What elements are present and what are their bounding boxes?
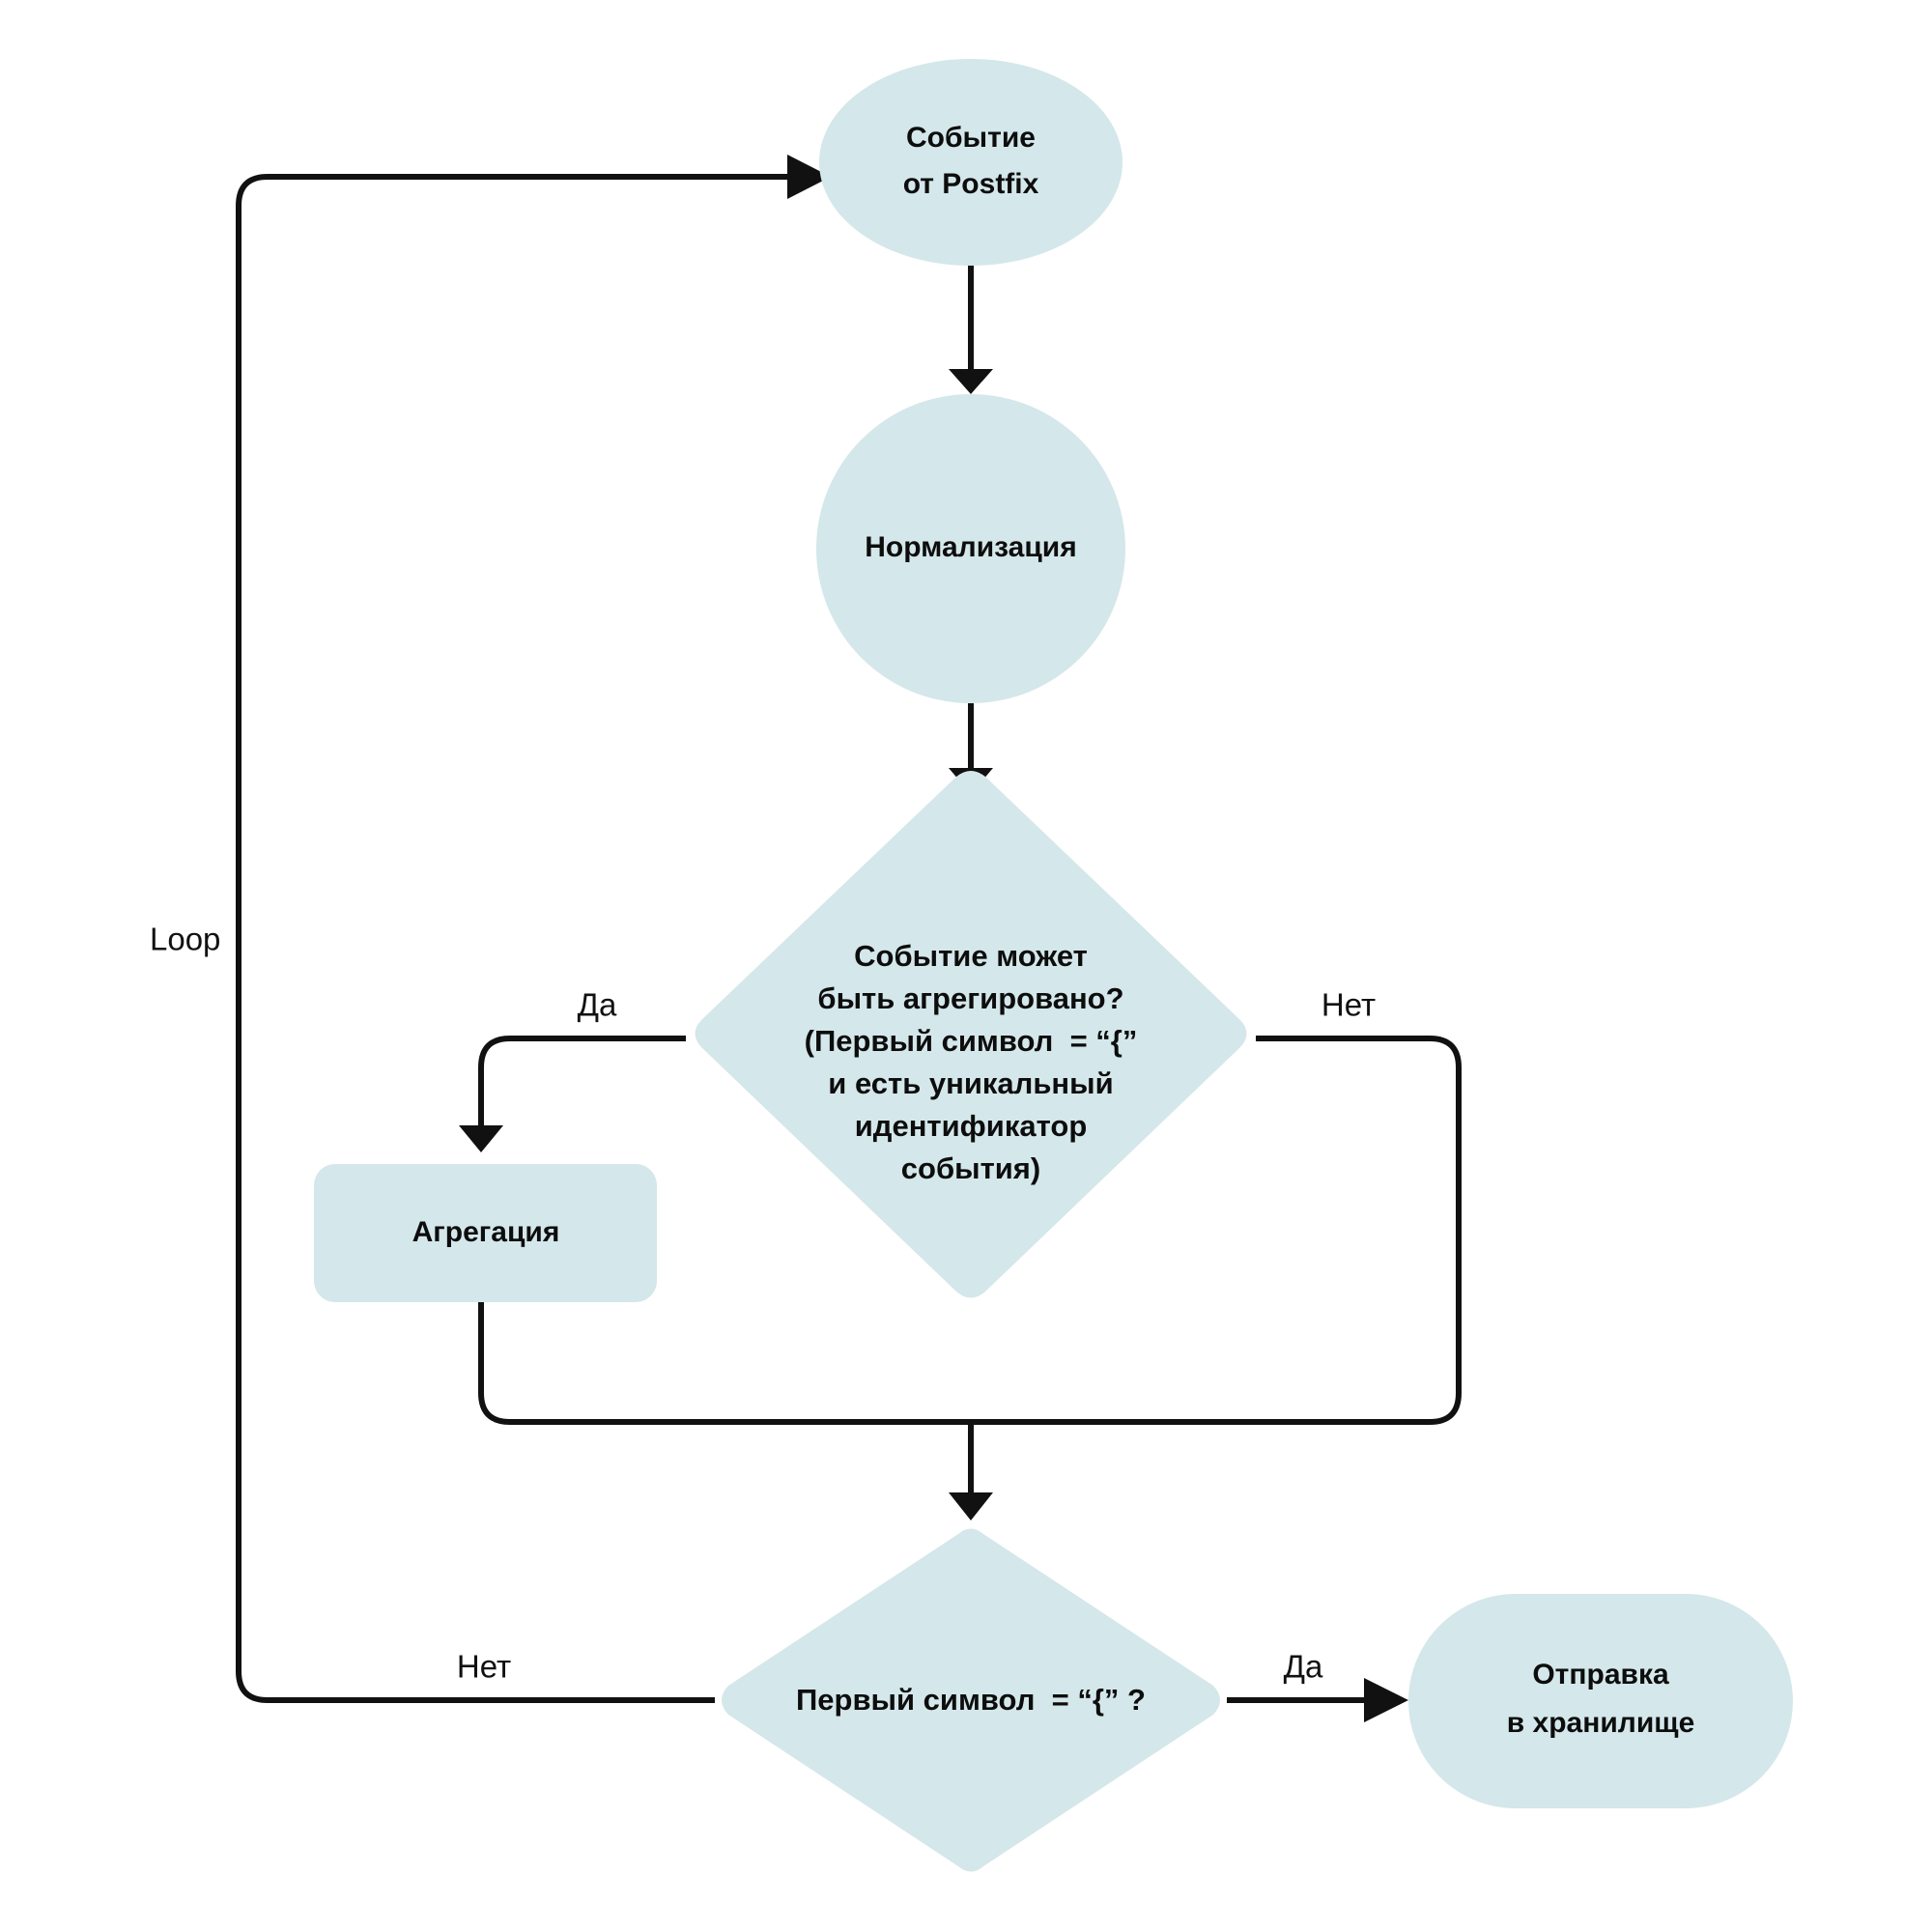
edge-aggregation-to-merge-path bbox=[478, 1302, 971, 1425]
edge-decision-no-to-merge bbox=[971, 1036, 1462, 1425]
node-aggregation[interactable]: Агрегация bbox=[314, 1164, 657, 1302]
edge-label-first-char-yes: Да bbox=[1284, 1649, 1323, 1685]
node-normalization[interactable]: Нормализация bbox=[816, 394, 1125, 703]
can-event-be-aggregated-label-line6: события) bbox=[901, 1151, 1040, 1185]
first-char-is-brace-label: Первый символ = “{” ? bbox=[796, 1683, 1146, 1717]
edge-merge-to-decision-firstchar bbox=[949, 1422, 993, 1520]
aggregation-shape[interactable] bbox=[314, 1164, 657, 1302]
can-event-be-aggregated-label-line5: идентификатор bbox=[855, 1109, 1088, 1143]
send-to-storage-label-line1: Отправка bbox=[1532, 1659, 1669, 1690]
edge-firstchar-yes-arrowhead bbox=[1364, 1678, 1408, 1722]
edge-label-aggregate-no: Нет bbox=[1321, 987, 1376, 1023]
can-event-be-aggregated-label-line2: быть агрегировано? bbox=[817, 981, 1123, 1015]
edge-start-to-normalization bbox=[949, 264, 993, 394]
edge-loop-return bbox=[236, 155, 831, 1703]
send-to-storage-label-line2: в хранилище bbox=[1507, 1707, 1695, 1739]
edge-decision-yes-to-aggregation bbox=[459, 1036, 686, 1152]
edge-label-first-char-no: Нет bbox=[457, 1649, 511, 1685]
node-event-from-postfix[interactable]: Событие от Postfix bbox=[819, 59, 1122, 266]
can-event-be-aggregated-label-line4: и есть уникальный bbox=[828, 1066, 1113, 1100]
event-from-postfix-label-line1: Событие bbox=[906, 122, 1036, 154]
can-event-be-aggregated-label-line1: Событие может bbox=[854, 939, 1088, 973]
edge-aggregation-to-merge bbox=[478, 1302, 971, 1425]
send-to-storage-shape[interactable] bbox=[1408, 1594, 1793, 1808]
normalization-shape[interactable] bbox=[816, 394, 1125, 703]
edge-loop-arrowhead bbox=[787, 155, 831, 199]
can-event-be-aggregated-shape[interactable] bbox=[695, 771, 1247, 1298]
normalization-label: Нормализация bbox=[865, 531, 1077, 563]
edge-decision-yes-path bbox=[478, 1036, 686, 1125]
node-first-char-is-brace[interactable]: Первый символ = “{” ? bbox=[722, 1528, 1220, 1872]
event-from-postfix-shape[interactable] bbox=[819, 59, 1122, 266]
edge-decision-no-path bbox=[971, 1036, 1462, 1425]
event-from-postfix-label-line2: от Postfix bbox=[903, 168, 1039, 200]
first-char-is-brace-shape[interactable] bbox=[722, 1528, 1220, 1872]
can-event-be-aggregated-label-line3: (Первый символ = “{” bbox=[805, 1024, 1138, 1058]
edge-label-loop: Loop bbox=[150, 922, 220, 957]
node-can-event-be-aggregated[interactable]: Событие может быть агрегировано? (Первый… bbox=[695, 771, 1247, 1298]
edge-decision-yes-arrowhead bbox=[459, 1125, 503, 1152]
edge-label-aggregate-yes: Да bbox=[578, 987, 617, 1023]
edge-merge-to-decision-firstchar-arrowhead bbox=[949, 1492, 993, 1520]
node-send-to-storage[interactable]: Отправка в хранилище bbox=[1408, 1594, 1793, 1808]
edge-start-to-normalization-arrowhead bbox=[949, 369, 993, 394]
aggregation-label: Агрегация bbox=[412, 1216, 560, 1248]
edge-firstchar-yes-to-storage bbox=[1227, 1678, 1408, 1722]
edge-loop-path bbox=[236, 174, 787, 1703]
